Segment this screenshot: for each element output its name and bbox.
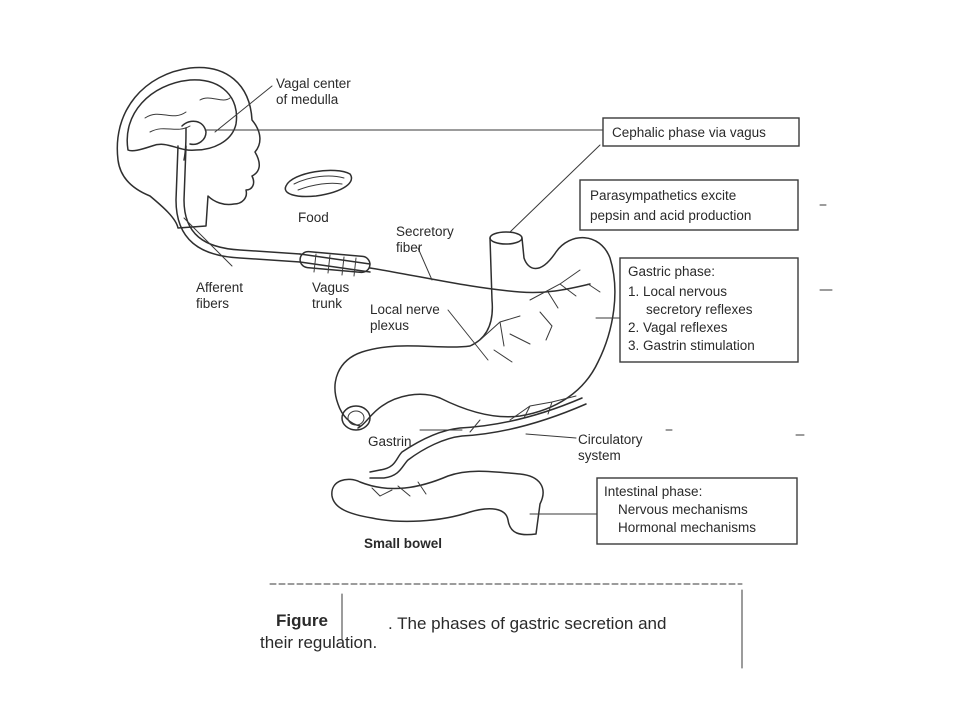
- cephalic-phase-text: Cephalic phase via vagus: [612, 125, 766, 140]
- gastric-phase-item1-line2: secretory reflexes: [646, 302, 753, 317]
- label-circulatory-system-1: Circulatory: [578, 432, 643, 447]
- intestinal-phase-item2: Hormonal mechanisms: [618, 520, 756, 535]
- leader-lines: [183, 144, 621, 515]
- label-circulatory-system-2: system: [578, 448, 621, 463]
- stomach-illustration: [334, 231, 616, 431]
- food-illustration: [284, 169, 353, 198]
- label-vagal-center-1: Vagal center: [276, 76, 351, 91]
- gastric-phase-title: Gastric phase:: [628, 264, 715, 279]
- parasympathetics-line1: Parasympathetics excite: [590, 188, 736, 203]
- intestinal-phase-item1: Nervous mechanisms: [618, 502, 748, 517]
- gastric-phase-box: Gastric phase: 1. Local nervous secretor…: [619, 257, 799, 363]
- figure-caption: Figure . The phases of gastric secretion…: [260, 583, 743, 669]
- gastric-phase-item1-line1: 1. Local nervous: [628, 284, 727, 299]
- nerve-branches: [479, 269, 601, 421]
- label-vagus-trunk-2: trunk: [312, 296, 342, 311]
- parasympathetics-box: Parasympathetics excite pepsin and acid …: [579, 179, 799, 231]
- label-afferent-fibers-1: Afferent: [196, 280, 243, 295]
- caption-line2: their regulation.: [260, 633, 377, 652]
- label-local-nerve-plexus-1: Local nerve: [370, 302, 440, 317]
- parasympathetics-line2: pepsin and acid production: [590, 208, 751, 223]
- small-bowel-illustration: [331, 470, 544, 536]
- circulatory-vessels: [369, 397, 587, 479]
- gastric-phase-item2: 2. Vagal reflexes: [628, 320, 728, 335]
- caption-figure-word: Figure: [276, 611, 328, 630]
- label-local-nerve-plexus-2: plexus: [370, 318, 409, 333]
- intestinal-phase-title: Intestinal phase:: [604, 484, 702, 499]
- label-secretory-fiber-1: Secretory: [396, 224, 454, 239]
- label-food: Food: [298, 210, 329, 225]
- label-secretory-fiber-2: fiber: [396, 240, 423, 255]
- scan-artifacts: [665, 204, 833, 436]
- gastric-phase-item3: 3. Gastrin stimulation: [628, 338, 755, 353]
- intestinal-phase-box: Intestinal phase: Nervous mechanisms Hor…: [596, 477, 798, 545]
- head-illustration: [116, 66, 261, 229]
- label-gastrin: Gastrin: [368, 434, 412, 449]
- label-vagus-trunk-1: Vagus: [312, 280, 350, 295]
- label-small-bowel: Small bowel: [364, 536, 442, 551]
- label-vagal-center-2: of medulla: [276, 92, 339, 107]
- label-afferent-fibers-2: fibers: [196, 296, 229, 311]
- vagal-center-leader: [214, 85, 273, 133]
- vagus-nerve-cable: [175, 145, 591, 294]
- caption-line1: . The phases of gastric secretion and: [388, 614, 666, 633]
- cephalic-phase-box: Cephalic phase via vagus: [602, 117, 800, 147]
